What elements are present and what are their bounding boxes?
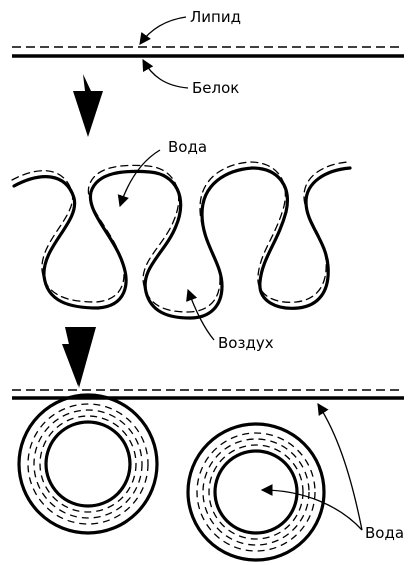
bubble-left xyxy=(19,395,157,533)
bubble-left-inner-wall xyxy=(46,422,130,506)
folded-membrane-solid xyxy=(14,168,350,318)
water-bottom-label: Вода xyxy=(365,524,404,542)
bubble-left-dashed-2 xyxy=(34,410,142,518)
lipid-label: Липид xyxy=(190,8,241,26)
air-label: Воздух xyxy=(218,334,274,352)
protein-leader-arrow xyxy=(143,60,188,88)
water-top-leader-arrow xyxy=(120,150,160,206)
water-top-label: Вода xyxy=(168,138,207,156)
lipid-leader-arrow xyxy=(140,17,186,44)
bubble-right-dashed-2 xyxy=(203,439,309,545)
bubble-right xyxy=(188,424,324,560)
process-arrow-1-icon xyxy=(73,74,103,137)
bubble-left-dashed-3 xyxy=(40,416,136,512)
protein-label: Белок xyxy=(192,79,239,97)
folded-membrane-dashed xyxy=(12,162,348,312)
top-membrane xyxy=(12,47,404,56)
folded-membrane xyxy=(12,162,350,318)
